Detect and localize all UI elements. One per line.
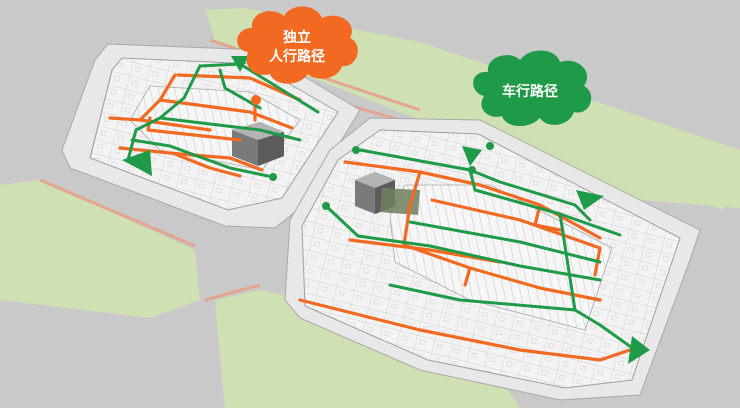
pedestrian-legend-line1: 独立: [283, 29, 311, 46]
vehicle-legend-label: 车行路径: [502, 83, 558, 100]
building-core-icon: [232, 122, 420, 215]
triangle-marker-icon: [122, 56, 650, 364]
vehicle-legend-cloud: 车行路径: [473, 50, 592, 127]
pedestrian-legend-line2: 人行路径: [269, 48, 325, 65]
pedestrian-legend-cloud: 独立 人行路径: [237, 6, 358, 84]
circle-node-icon: [251, 95, 494, 210]
pedestrian-route: [108, 73, 632, 362]
vehicle-route: [126, 62, 640, 354]
